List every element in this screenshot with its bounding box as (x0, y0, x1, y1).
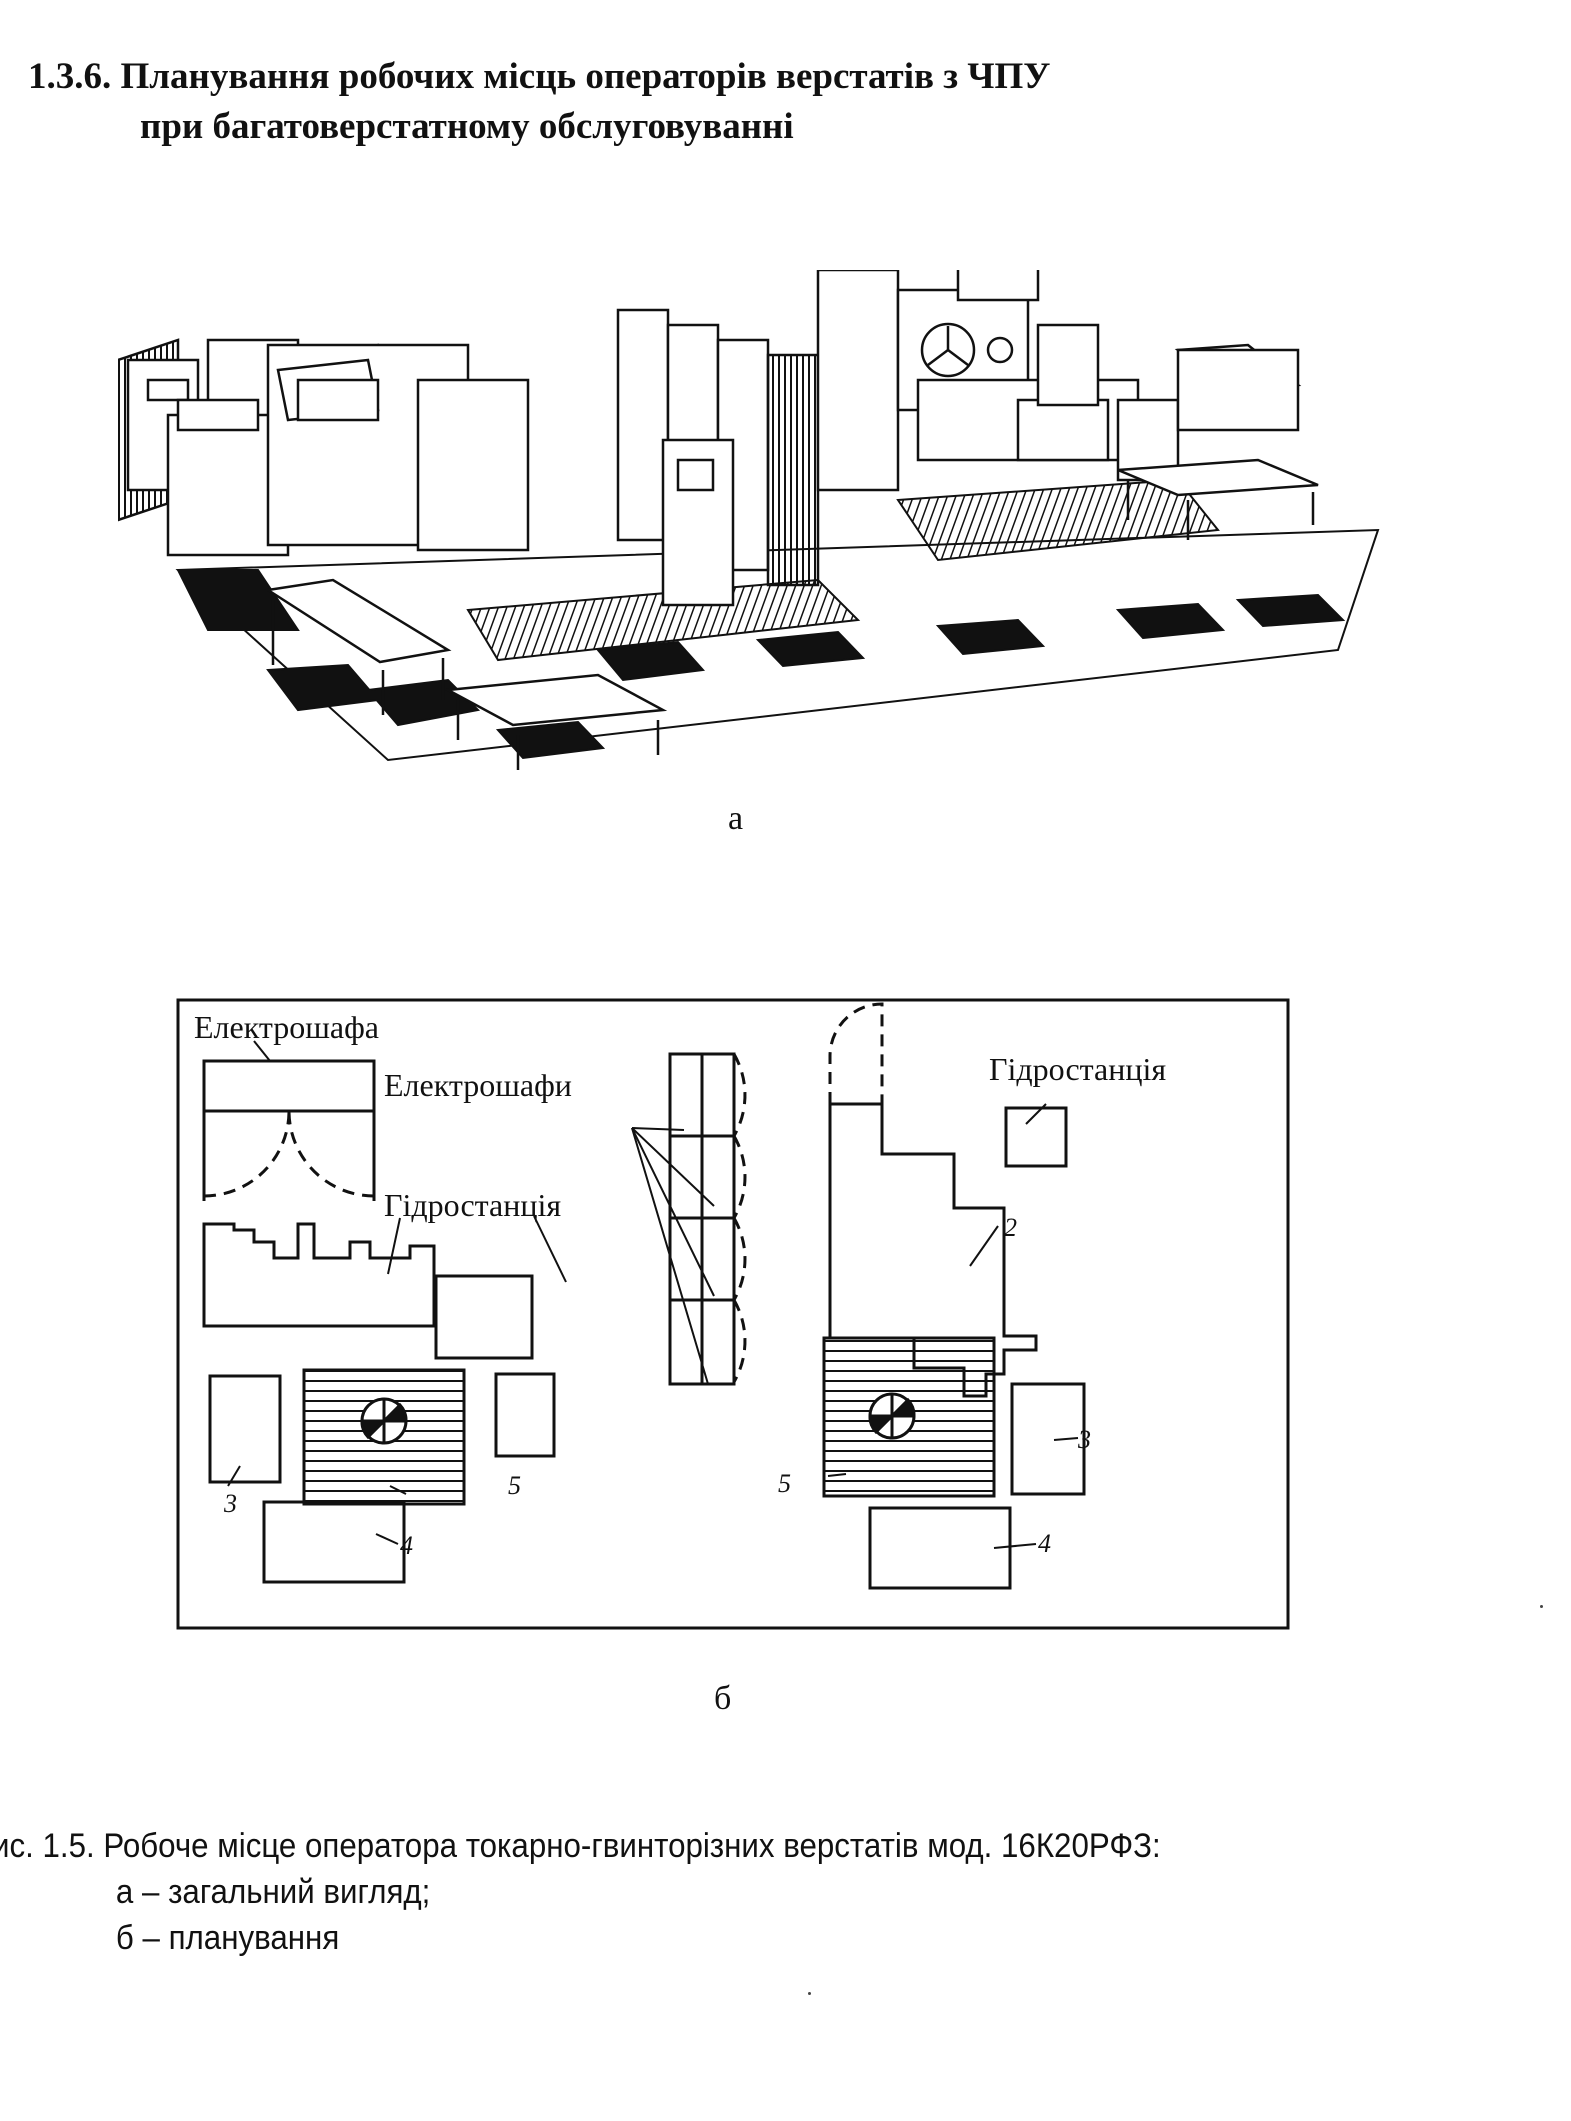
figure-a-perspective-drawing (118, 270, 1380, 770)
callout-4-right: 4 (1038, 1529, 1051, 1558)
table-right (1117, 343, 1319, 540)
left-electro-cabinet (202, 1059, 376, 1201)
figure-b-floor-plan: Електрошафа Електрошафи Гідростанція Гід… (176, 998, 1290, 1630)
electro-cabinets-row (616, 308, 820, 607)
right-machine (822, 1002, 1086, 1590)
leader-lines (227, 1040, 1079, 1549)
label-electro-cabinets: Електрошафи (384, 1067, 572, 1103)
plan-boundary (176, 998, 1290, 1630)
caption-line-3: б – планування (115, 1919, 340, 1957)
label-hydro-left: Гідростанція (384, 1187, 561, 1223)
scan-speck (1540, 1605, 1543, 1608)
callout-5-left: 5 (508, 1471, 521, 1500)
callout-4-left: 4 (400, 1531, 413, 1560)
left-machine (202, 1222, 556, 1584)
figure-caption: ис. 1.5. Робоче місце оператора токарно-… (0, 1823, 1560, 1961)
machine-left (118, 338, 530, 557)
callout-3-left: 3 (223, 1489, 237, 1518)
table-front (443, 673, 668, 770)
table-left (264, 578, 452, 715)
figure-b-label: б (714, 1680, 732, 1717)
middle-electro-cabinets (668, 1052, 747, 1386)
label-electro-cabinet: Електрошафа (194, 1009, 379, 1045)
caption-line-1: ис. 1.5. Робоче місце оператора токарно-… (0, 1827, 1161, 1865)
callout-3-right: 3 (1077, 1425, 1091, 1454)
scan-speck (808, 1992, 811, 1995)
figure-a-label: а (728, 800, 744, 837)
machine-right (816, 270, 1180, 492)
section-heading-line-1: 1.3.6. Планування робочих місць оператор… (28, 56, 1051, 97)
caption-line-2: а – загальний вигляд; (115, 1873, 431, 1911)
section-heading: 1.3.6. Планування робочих місць оператор… (28, 52, 1228, 152)
section-heading-line-2: при багатоверстатному обслуговуванні (140, 106, 794, 147)
callout-5-right: 5 (778, 1469, 791, 1498)
callout-2: 2 (1004, 1213, 1017, 1242)
label-hydro-right: Гідростанція (989, 1051, 1166, 1087)
